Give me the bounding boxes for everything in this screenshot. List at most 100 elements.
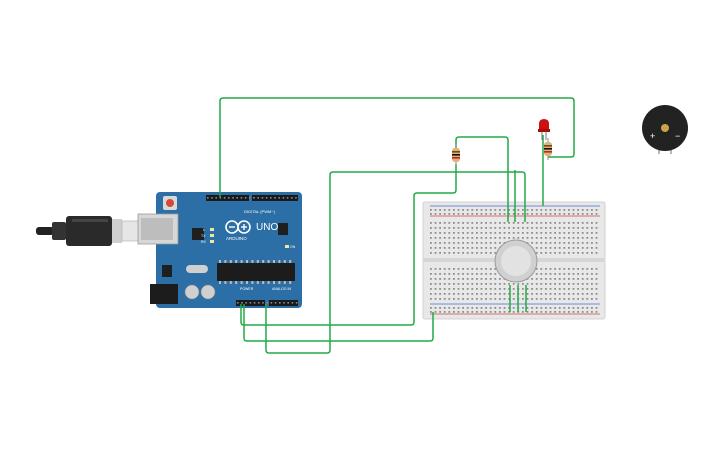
breadboard-hole <box>512 311 515 313</box>
header-pin <box>237 302 239 304</box>
header-pin <box>253 302 256 304</box>
breadboard-hole <box>434 293 437 295</box>
breadboard-hole <box>568 268 570 270</box>
breadboard-hole <box>453 298 455 300</box>
breadboard-hole <box>577 268 579 270</box>
breadboard-hole <box>489 252 492 254</box>
breadboard-hole <box>572 232 575 234</box>
breadboard-hole <box>549 283 552 285</box>
breadboard-hole <box>558 247 561 249</box>
breadboard-hole <box>531 227 533 229</box>
breadboard-hole <box>563 247 566 249</box>
breadboard-hole <box>545 237 547 239</box>
breadboard-hole <box>595 298 598 300</box>
breadboard-hole <box>499 293 501 295</box>
breadboard-hole <box>485 247 487 249</box>
breadboard-hole <box>558 209 561 211</box>
breadboard-hole <box>586 278 589 280</box>
piezo-buzzer[interactable]: + − <box>642 105 688 154</box>
breadboard-hole <box>494 237 497 239</box>
breadboard-hole <box>471 227 474 229</box>
breadboard-hole <box>581 268 584 270</box>
breadboard-hole <box>485 268 487 270</box>
breadboard-hole <box>554 237 556 239</box>
chip-pin <box>273 281 275 284</box>
wire-resistor-left-loop[interactable] <box>455 136 509 222</box>
red-led[interactable] <box>538 119 550 140</box>
breadboard-hole <box>439 311 441 313</box>
breadboard-hole <box>577 298 579 300</box>
breadboard-hole <box>489 273 492 275</box>
breadboard-hole <box>531 232 533 234</box>
breadboard-hole <box>443 293 446 295</box>
breadboard-hole <box>572 268 575 270</box>
resistor-1[interactable] <box>452 144 460 166</box>
breadboard-hole <box>554 298 556 300</box>
breadboard-hole <box>443 209 446 211</box>
breadboard-hole <box>558 232 561 234</box>
breadboard-hole <box>591 227 593 229</box>
breadboard-hole <box>517 209 520 211</box>
breadboard-hole <box>586 311 589 313</box>
breadboard-hole <box>581 232 584 234</box>
gas-sensor[interactable] <box>494 239 538 283</box>
breadboard-hole <box>448 268 451 270</box>
breadboard-hole <box>563 237 566 239</box>
breadboard-hole <box>540 209 543 211</box>
breadboard-hole <box>430 252 432 254</box>
breadboard-hole <box>535 278 538 280</box>
breadboard-hole <box>586 227 589 229</box>
wire-analog-to-sensor[interactable] <box>265 171 526 354</box>
header-pin <box>270 197 272 199</box>
breadboard-hole <box>545 213 547 215</box>
breadboard-hole <box>494 268 497 270</box>
breadboard-hole <box>503 232 506 234</box>
breadboard-hole <box>485 222 487 224</box>
header-pin <box>245 302 247 304</box>
breadboard-hole <box>554 311 556 313</box>
breadboard-hole <box>448 283 451 285</box>
breadboard-hole <box>476 278 478 280</box>
breadboard-hole <box>540 288 543 290</box>
breadboard-hole <box>531 242 533 244</box>
breadboard-hole <box>462 298 464 300</box>
breadboard-hole <box>457 252 460 254</box>
header-pin <box>215 197 217 199</box>
wire-resistor-to-board[interactable] <box>240 164 457 326</box>
breadboard-hole <box>526 307 529 309</box>
header-pin <box>287 302 289 304</box>
breadboard-hole <box>554 268 556 270</box>
breadboard-hole <box>434 288 437 290</box>
breadboard-hole <box>485 237 487 239</box>
breadboard-hole <box>540 222 543 224</box>
breadboard-hole <box>554 288 556 290</box>
breadboard-hole <box>453 252 455 254</box>
breadboard-hole <box>448 307 451 309</box>
breadboard-hole <box>499 222 501 224</box>
breadboard-hole <box>512 288 515 290</box>
breadboard-hole <box>466 268 469 270</box>
wire-ground-loop[interactable] <box>243 304 434 342</box>
header-pin <box>211 197 213 199</box>
breadboard-hole <box>494 242 497 244</box>
breadboard-hole <box>499 278 501 280</box>
breadboard-hole <box>453 293 455 295</box>
breadboard-hole <box>480 209 483 211</box>
breadboard-hole <box>568 252 570 254</box>
breadboard-hole <box>499 283 501 285</box>
usb-cable[interactable] <box>36 216 141 246</box>
resistor-2[interactable] <box>544 138 552 160</box>
wire-top-loop[interactable] <box>219 97 575 197</box>
led-label-tx: TX <box>201 234 206 238</box>
breadboard-hole <box>545 283 547 285</box>
breadboard-hole <box>522 298 524 300</box>
arduino-uno-board[interactable]: DIGITAL (PWM~) UNO ARDUINO L TX RX ON <box>137 192 302 308</box>
header-pin <box>219 197 222 199</box>
breadboard-hole <box>535 242 538 244</box>
breadboard-hole <box>480 237 483 239</box>
breadboard-hole <box>591 247 593 249</box>
breadboard-hole <box>430 247 432 249</box>
breadboard-hole <box>434 237 437 239</box>
header-pin <box>265 197 268 199</box>
breadboard-hole <box>457 283 460 285</box>
